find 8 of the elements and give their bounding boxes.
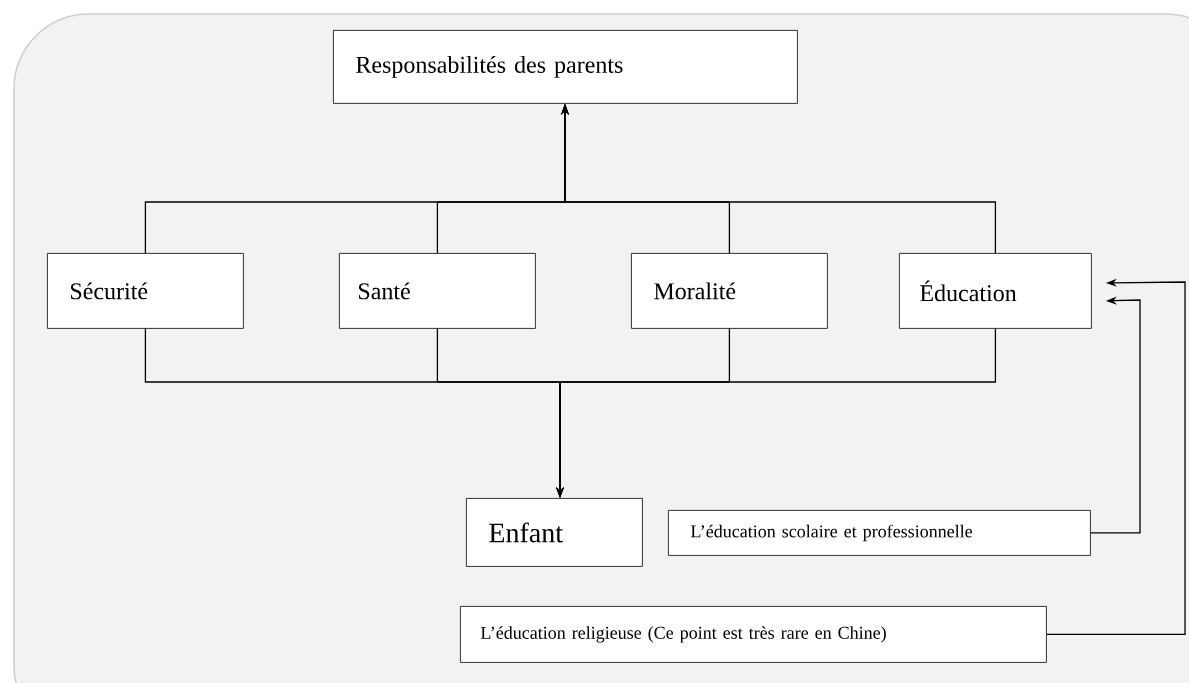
text-box: Santé xyxy=(339,253,536,329)
text-box: Responsabilités des parents xyxy=(333,30,798,104)
text-box: Éducation xyxy=(899,253,1092,329)
text-box: L’éducation scolaire et professionnelle xyxy=(668,510,1091,556)
text-box: Enfant xyxy=(466,498,643,567)
text-box: L’éducation religieuse (Ce point est très rare en Chine) xyxy=(460,606,1047,663)
text-box: Moralité xyxy=(631,253,828,329)
text-box: Sécurité xyxy=(47,253,244,329)
